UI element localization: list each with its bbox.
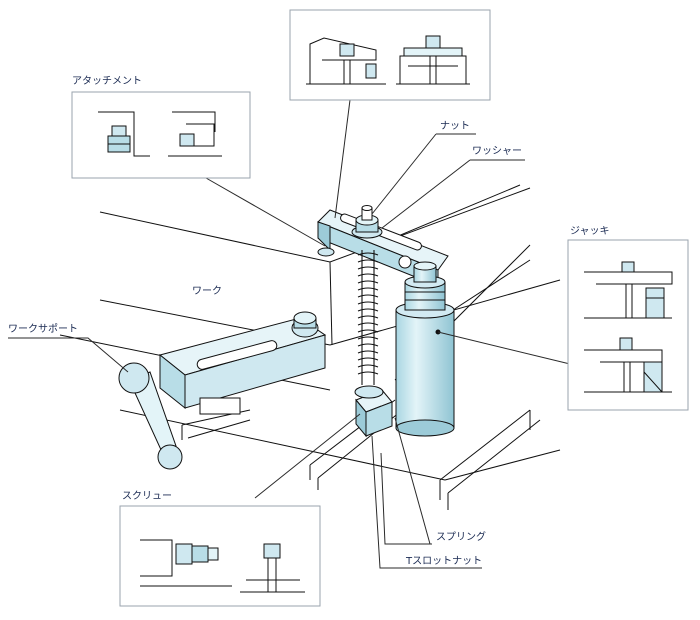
label-work: ワーク (192, 286, 222, 297)
jack-cylinder (395, 255, 455, 437)
inset-attachment (71, 91, 251, 179)
inset-top (289, 9, 491, 101)
stud-nut (351, 205, 383, 239)
label-t-slot-nut: Tスロットナット (406, 556, 483, 567)
stud-spring (357, 250, 379, 385)
leader-lines (8, 99, 571, 569)
label-work-support: ワークサポート (8, 324, 78, 335)
label-jack: ジャッキ (570, 226, 610, 237)
inset-screw (119, 505, 321, 607)
label-screw: スクリュー (122, 491, 172, 502)
label-spring: スプリング (436, 532, 486, 543)
t-slot-nut (354, 385, 393, 438)
inset-jack (567, 239, 689, 411)
label-attachment: アタッチメント (72, 76, 142, 87)
label-nut: ナット (440, 121, 470, 132)
label-washer: ワッシャー (472, 146, 522, 157)
t-slot-rail-front (439, 409, 541, 510)
work-support (158, 311, 327, 415)
